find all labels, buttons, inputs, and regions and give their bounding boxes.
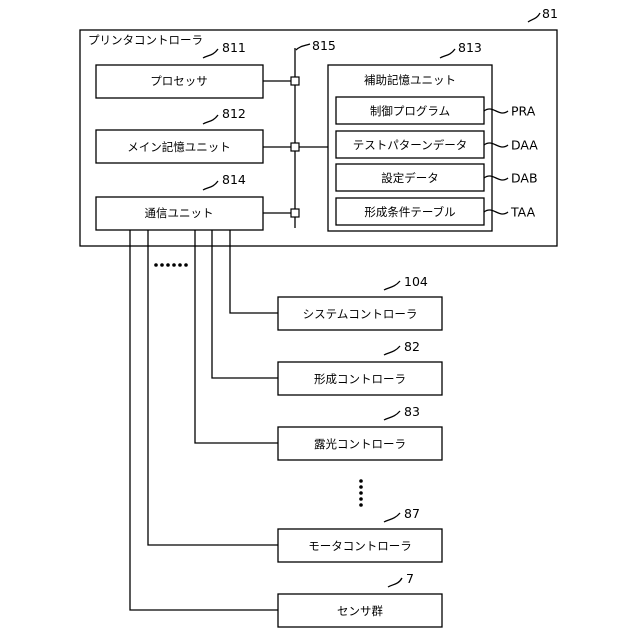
- aux-item-tag: DAB: [511, 171, 538, 186]
- main-storage-ref: 812: [222, 106, 246, 121]
- peripheral-label: システムコントローラ: [303, 307, 418, 321]
- peripheral-ref: 82: [404, 339, 420, 354]
- link-exposure-controller: [195, 230, 278, 443]
- peripheral-ref: 7: [406, 571, 414, 586]
- aux-item-tag: PRA: [511, 104, 536, 119]
- comm-unit-ref: 814: [222, 172, 246, 187]
- peripheral-label: センサ群: [337, 604, 383, 618]
- peripheral-leader: [384, 281, 400, 290]
- vertical-ellipsis: [359, 479, 363, 507]
- aux-item-tag: TAA: [510, 205, 536, 220]
- peripheral-ref: 87: [404, 506, 420, 521]
- peripheral-ref: 104: [404, 274, 428, 289]
- peripheral-leader: [384, 513, 400, 522]
- peripheral-leader: [384, 411, 400, 420]
- peripheral-label: 形成コントローラ: [314, 372, 406, 386]
- peripheral-label: 露光コントローラ: [314, 437, 406, 451]
- peripheral-leader: [388, 578, 402, 587]
- printer-controller-label: プリンタコントローラ: [88, 33, 203, 47]
- aux-storage-ref: 813: [458, 40, 482, 55]
- aux-item-label: テストパターンデータ: [353, 138, 467, 152]
- aux-item-label: 形成条件テーブル: [364, 205, 455, 219]
- horizontal-ellipsis: [154, 263, 188, 267]
- printer-controller-leader: [528, 13, 540, 22]
- link-forming-controller: [212, 230, 278, 378]
- aux-item-label: 設定データ: [381, 171, 439, 185]
- comm-unit-bus-node: [291, 209, 299, 217]
- peripheral-label: モータコントローラ: [308, 539, 412, 553]
- comm-unit-label: 通信ユニット: [145, 206, 214, 220]
- aux-item-tag: DAA: [511, 138, 538, 153]
- aux-item-label: 制御プログラム: [370, 104, 450, 118]
- aux-storage-label: 補助記憶ユニット: [364, 73, 456, 87]
- bus-ref: 815: [312, 38, 336, 53]
- processor-label: プロセッサ: [150, 74, 208, 88]
- printer-controller-ref: 81: [542, 6, 558, 21]
- main-storage-bus-node: [291, 143, 299, 151]
- link-motor-controller: [148, 230, 278, 545]
- main-storage-label: メイン記憶ユニット: [127, 140, 231, 154]
- processor-bus-node: [291, 77, 299, 85]
- peripheral-ref: 83: [404, 404, 420, 419]
- link-sensor-group: [130, 230, 278, 610]
- processor-ref: 811: [222, 40, 246, 55]
- peripheral-leader: [384, 346, 400, 355]
